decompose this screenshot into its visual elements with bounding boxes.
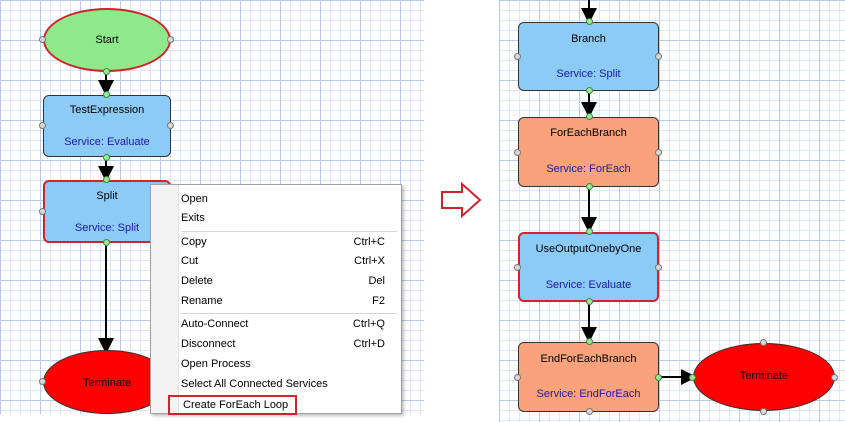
terminate-node-right[interactable]: Terminate bbox=[693, 343, 835, 411]
port-branch-right[interactable] bbox=[655, 53, 662, 60]
port-useoutput-left[interactable] bbox=[514, 264, 521, 271]
port-branch-top[interactable] bbox=[586, 18, 593, 25]
menu-item-select-all-connected[interactable]: Select All Connected Services bbox=[181, 378, 328, 390]
port-start-left[interactable] bbox=[39, 36, 46, 43]
port-useoutput-right[interactable] bbox=[655, 264, 662, 271]
port-start-right[interactable] bbox=[167, 36, 174, 43]
test-expression-label: TestExpression bbox=[69, 104, 145, 116]
port-terminate-right-top[interactable] bbox=[760, 339, 767, 346]
branch-label: Branch bbox=[571, 33, 606, 45]
menu-item-disconnect[interactable]: Disconnect Ctrl+D bbox=[181, 338, 385, 350]
menu-item-exits[interactable]: Exits bbox=[181, 212, 205, 224]
menu-item-copy[interactable]: Copy Ctrl+C bbox=[181, 236, 385, 248]
use-output-node[interactable]: UseOutputOnebyOne Service: Evaluate bbox=[518, 232, 659, 302]
end-foreach-service: Service: EndForEach bbox=[536, 388, 641, 400]
terminate-label: Terminate bbox=[82, 377, 132, 389]
use-output-label: UseOutputOnebyOne bbox=[535, 243, 642, 255]
right-connectors bbox=[581, 0, 697, 385]
port-foreach-bottom[interactable] bbox=[586, 183, 593, 190]
port-split-bottom[interactable] bbox=[103, 239, 110, 246]
port-test-bottom[interactable] bbox=[103, 154, 110, 161]
port-split-left[interactable] bbox=[39, 208, 46, 215]
test-expression-node[interactable]: TestExpression Service: Evaluate bbox=[43, 95, 171, 157]
menu-item-open-process[interactable]: Open Process bbox=[181, 358, 251, 370]
split-label: Split bbox=[96, 190, 118, 202]
port-endforeach-left[interactable] bbox=[514, 374, 521, 381]
menu-icon-gutter bbox=[151, 185, 179, 413]
start-node[interactable]: Start bbox=[43, 8, 171, 72]
test-expression-service: Service: Evaluate bbox=[64, 136, 150, 148]
menu-item-cut[interactable]: Cut Ctrl+X bbox=[181, 255, 385, 267]
port-foreach-right[interactable] bbox=[655, 149, 662, 156]
port-terminate-right-bottom[interactable] bbox=[760, 408, 767, 415]
port-start-bottom[interactable] bbox=[103, 68, 110, 75]
port-split-top[interactable] bbox=[103, 176, 110, 183]
start-label: Start bbox=[95, 34, 119, 46]
port-endforeach-bottom[interactable] bbox=[586, 408, 593, 415]
port-terminate-right-right[interactable] bbox=[831, 374, 838, 381]
menu-item-delete[interactable]: Delete Del bbox=[181, 275, 385, 287]
menu-separator bbox=[181, 231, 397, 232]
terminate-right-label: Terminate bbox=[739, 370, 789, 382]
foreach-branch-service: Service: ForEach bbox=[546, 163, 631, 175]
port-useoutput-bottom[interactable] bbox=[586, 298, 593, 305]
right-diagram-canvas[interactable]: Branch Service: Split ForEachBranch Serv… bbox=[499, 0, 845, 422]
end-foreach-label: EndForEachBranch bbox=[540, 353, 637, 365]
branch-node[interactable]: Branch Service: Split bbox=[518, 22, 659, 91]
port-foreach-left[interactable] bbox=[514, 149, 521, 156]
port-test-right[interactable] bbox=[167, 122, 174, 129]
port-endforeach-top[interactable] bbox=[586, 338, 593, 345]
foreach-branch-node[interactable]: ForEachBranch Service: ForEach bbox=[518, 117, 659, 187]
port-endforeach-right[interactable] bbox=[655, 374, 662, 381]
port-test-top[interactable] bbox=[103, 91, 110, 98]
menu-item-create-foreach-loop[interactable]: Create ForEach Loop bbox=[168, 395, 297, 415]
menu-separator bbox=[181, 313, 397, 314]
menu-item-rename[interactable]: Rename F2 bbox=[181, 295, 385, 307]
port-useoutput-top[interactable] bbox=[586, 228, 593, 235]
menu-item-auto-connect[interactable]: Auto-Connect Ctrl+Q bbox=[181, 318, 385, 330]
use-output-service: Service: Evaluate bbox=[545, 279, 632, 291]
end-foreach-node[interactable]: EndForEachBranch Service: EndForEach bbox=[518, 342, 659, 412]
context-menu: Open Exits Copy Ctrl+C Cut Ctrl+X Delete… bbox=[150, 184, 402, 415]
port-terminate-right-left[interactable] bbox=[689, 374, 696, 381]
menu-item-open[interactable]: Open bbox=[181, 193, 208, 205]
branch-service: Service: Split bbox=[556, 68, 621, 80]
foreach-branch-label: ForEachBranch bbox=[550, 127, 627, 139]
split-service: Service: Split bbox=[74, 222, 140, 234]
transition-arrow-icon bbox=[441, 182, 482, 218]
port-branch-left[interactable] bbox=[514, 53, 521, 60]
port-branch-bottom[interactable] bbox=[586, 87, 593, 94]
port-terminate-left[interactable] bbox=[39, 378, 46, 385]
port-foreach-top[interactable] bbox=[586, 113, 593, 120]
port-test-left[interactable] bbox=[39, 122, 46, 129]
